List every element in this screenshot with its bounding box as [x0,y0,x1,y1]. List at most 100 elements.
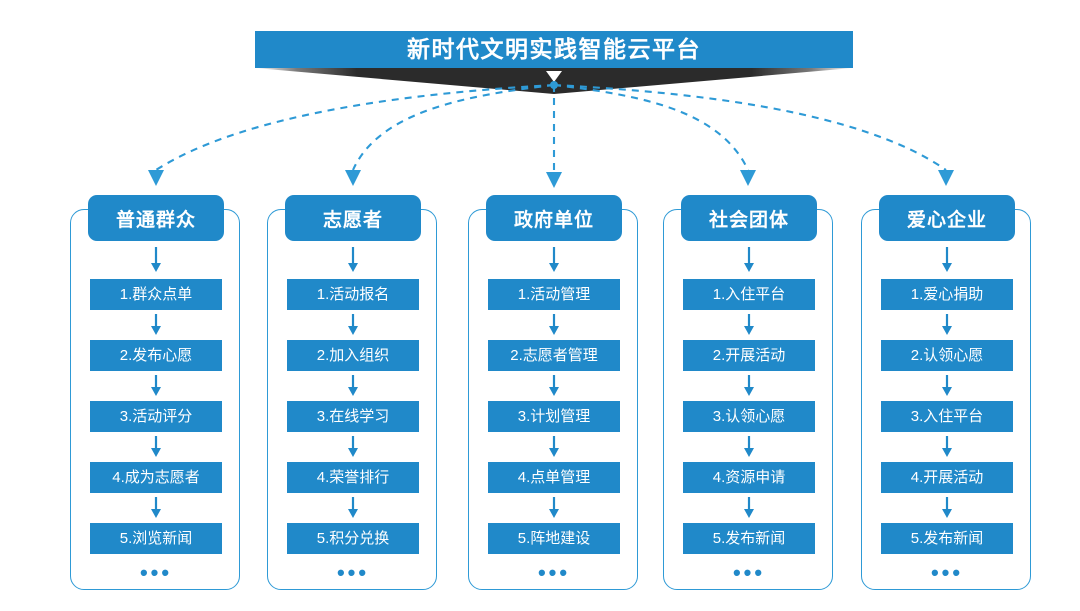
flow-item[interactable]: 2.认领心愿 [881,340,1013,371]
arrowhead-caring-enterprise [938,170,954,186]
flow-item[interactable]: 2.志愿者管理 [488,340,620,371]
flow-item[interactable]: 4.点单管理 [488,462,620,493]
flow-arrow-icon [849,432,1045,462]
column-header-ordinary-public[interactable]: 普通群众 [88,195,224,241]
flow-item-label: 2.开展活动 [712,347,786,364]
flow-item[interactable]: 5.阵地建设 [488,523,620,554]
flow-item-label: 5.阵地建设 [517,530,591,547]
column-body: 1.爱心捐助 2.认领心愿 3.入住平台 4.开展活动 5.发布新闻 ••• [849,241,1045,592]
flow-item[interactable]: 3.计划管理 [488,401,620,432]
flow-item-label: 5.浏览新闻 [119,530,193,547]
flow-item[interactable]: 1.群众点单 [90,279,222,310]
flow-item-label: 1.活动报名 [316,286,390,303]
flow-item-label: 3.认领心愿 [712,408,786,425]
arrowhead-ordinary-public [148,170,164,186]
flow-item[interactable]: 2.开展活动 [683,340,815,371]
flow-arrow-icon [849,241,1045,279]
column-header-label: 普通群众 [115,209,196,231]
more-ellipsis: ••• [139,560,173,585]
flow-arrow-icon [58,310,254,340]
flow-item-label: 4.资源申请 [712,469,786,486]
flow-item[interactable]: 1.爱心捐助 [881,279,1013,310]
flow-item-label: 1.入住平台 [712,286,786,303]
flow-arrow-icon [651,432,847,462]
column-body: 1.活动报名 2.加入组织 3.在线学习 4.荣誉排行 5.积分兑换 ••• [255,241,451,592]
platform-banner: 新时代文明实践智能云平台 [255,31,853,94]
arrowhead-government-unit [546,172,562,188]
flow-item[interactable]: 4.开展活动 [881,462,1013,493]
flow-item[interactable]: 5.浏览新闻 [90,523,222,554]
column-header-label: 志愿者 [322,209,383,231]
flow-arrow-icon [456,432,652,462]
flow-arrow-icon [651,493,847,523]
flow-item-label: 3.入住平台 [910,408,984,425]
banner-bar: 新时代文明实践智能云平台 [255,31,853,68]
flow-item[interactable]: 5.发布新闻 [683,523,815,554]
flow-item[interactable]: 2.加入组织 [287,340,419,371]
flow-item[interactable]: 4.成为志愿者 [90,462,222,493]
column-header-label: 社会团体 [708,209,789,231]
flow-item[interactable]: 3.活动评分 [90,401,222,432]
arrowhead-social-group [740,170,756,186]
link-to-social-group [553,83,749,171]
flow-arrow-icon [255,241,451,279]
flow-arrow-icon [255,310,451,340]
flow-arrow-icon [58,493,254,523]
flow-item[interactable]: 3.在线学习 [287,401,419,432]
column-header-government-unit[interactable]: 政府单位 [486,195,622,241]
flow-arrow-icon [849,310,1045,340]
column-body: 1.群众点单 2.发布心愿 3.活动评分 4.成为志愿者 5.浏览新闻 ••• [58,241,254,592]
flow-item[interactable]: 5.积分兑换 [287,523,419,554]
flow-item-label: 1.群众点单 [119,286,193,303]
column-header-label: 政府单位 [513,209,594,231]
role-columns: 普通群众 1.群众点单 2.发布心愿 3.活动评分 4.成为志愿者 [0,195,1080,595]
link-to-ordinary-public [155,83,555,171]
flow-item-label: 4.点单管理 [517,469,591,486]
flow-item-label: 4.成为志愿者 [112,469,200,486]
flow-arrow-icon [58,432,254,462]
column-header-social-group[interactable]: 社会团体 [681,195,817,241]
flow-item-label: 2.认领心愿 [910,347,984,364]
more-ellipsis: ••• [336,560,370,585]
page-title: 新时代文明实践智能云平台 [407,36,701,62]
column-header-label: 爱心企业 [906,209,987,231]
flow-arrow-icon [58,371,254,401]
flow-item-label: 3.活动评分 [119,408,193,425]
column-header-caring-enterprise[interactable]: 爱心企业 [879,195,1015,241]
flow-item[interactable]: 1.入住平台 [683,279,815,310]
flow-item-label: 3.在线学习 [316,408,390,425]
flow-item[interactable]: 1.活动管理 [488,279,620,310]
more-ellipsis: ••• [537,560,571,585]
flow-arrow-icon [456,371,652,401]
flow-item-label: 5.积分兑换 [316,530,390,547]
column-body: 1.活动管理 2.志愿者管理 3.计划管理 4.点单管理 5.阵地建设 ••• [456,241,652,592]
flow-arrow-icon [651,371,847,401]
flow-arrow-icon [456,241,652,279]
banner-ribbon [255,68,853,94]
flow-arrow-icon [255,371,451,401]
flow-item[interactable]: 1.活动报名 [287,279,419,310]
flow-arrow-icon [456,310,652,340]
flow-item[interactable]: 2.发布心愿 [90,340,222,371]
flow-arrow-icon [849,371,1045,401]
flow-item-label: 5.发布新闻 [910,530,984,547]
flow-arrow-icon [849,493,1045,523]
flow-arrow-icon [255,432,451,462]
flow-item[interactable]: 5.发布新闻 [881,523,1013,554]
more-ellipsis: ••• [930,560,964,585]
flow-item-label: 2.发布心愿 [119,347,193,364]
link-to-caring-enterprise [553,83,947,171]
flow-arrow-icon [255,493,451,523]
flow-item-label: 4.荣誉排行 [316,469,390,486]
flow-item[interactable]: 4.荣誉排行 [287,462,419,493]
flow-item[interactable]: 3.认领心愿 [683,401,815,432]
column-header-volunteer[interactable]: 志愿者 [285,195,421,241]
flow-item-label: 3.计划管理 [517,408,591,425]
flow-item[interactable]: 3.入住平台 [881,401,1013,432]
flow-item-label: 2.志愿者管理 [510,347,598,364]
flow-item[interactable]: 4.资源申请 [683,462,815,493]
flow-item-label: 5.发布新闻 [712,530,786,547]
arrowhead-volunteer [345,170,361,186]
column-body: 1.入住平台 2.开展活动 3.认领心愿 4.资源申请 5.发布新闻 ••• [651,241,847,592]
